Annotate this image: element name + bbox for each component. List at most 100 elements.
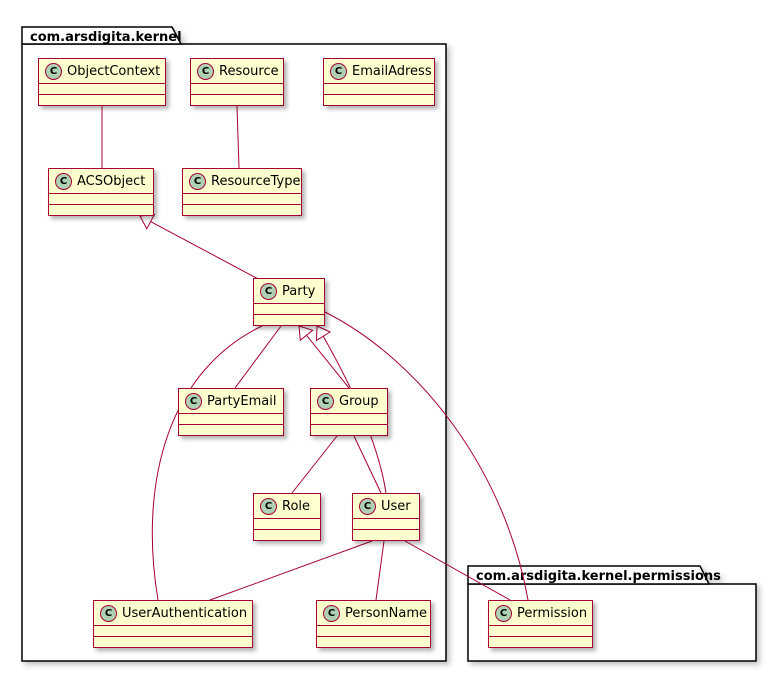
class-name: Permission: [517, 605, 588, 621]
fields-compartment: [324, 83, 434, 94]
class-name: UserAuthentication: [122, 605, 248, 621]
class-icon: C: [495, 604, 512, 622]
class-objectcontext: C ObjectContext: [38, 58, 166, 106]
class-name: EmailAdress: [352, 63, 432, 79]
class-icon: C: [185, 392, 202, 410]
class-name: User: [381, 498, 411, 514]
package-kernel-title: com.arsdigita.kernel: [30, 30, 182, 45]
class-name: PersonName: [345, 605, 428, 621]
fields-compartment: [49, 193, 153, 204]
class-title: C Party: [254, 279, 324, 303]
class-resource: C Resource: [190, 58, 284, 106]
class-emailadress: C EmailAdress: [323, 58, 435, 106]
fields-compartment: [311, 413, 387, 424]
arrowhead-generalization-party-group: [298, 325, 314, 342]
edges-group: [101, 105, 529, 601]
class-icon: C: [330, 62, 347, 80]
class-personname: C PersonName: [316, 600, 431, 648]
class-userauthentication: C UserAuthentication: [93, 600, 253, 648]
methods-compartment: [353, 529, 419, 540]
edge-party-acsobject: [150, 221, 263, 282]
methods-compartment: [39, 94, 165, 105]
edge-group-party: [306, 334, 350, 389]
fields-compartment: [39, 83, 165, 94]
methods-compartment: [311, 424, 387, 435]
class-resourcetype: C ResourceType: [182, 168, 302, 216]
fields-compartment: [254, 303, 324, 314]
methods-compartment: [489, 636, 592, 647]
methods-compartment: [183, 204, 301, 215]
class-icon: C: [197, 62, 214, 80]
class-acsobject: C ACSObject: [48, 168, 154, 216]
class-title: C UserAuthentication: [94, 601, 252, 625]
class-icon: C: [260, 282, 277, 300]
edge-resource-resourcetype: [236, 105, 240, 169]
class-icon: C: [359, 497, 376, 515]
fields-compartment: [317, 625, 430, 636]
methods-compartment: [254, 314, 324, 325]
methods-compartment: [94, 636, 252, 647]
edge-user-personname: [375, 540, 385, 601]
package-kernel: com.arsdigita.kernel: [21, 26, 447, 662]
fields-compartment: [353, 518, 419, 529]
class-title: C PersonName: [317, 601, 430, 625]
edge-party-userauthentication: [151, 325, 263, 601]
edge-group-role: [291, 435, 338, 494]
class-title: C ResourceType: [183, 169, 301, 193]
package-permissions-title: com.arsdigita.kernel.permissions: [476, 569, 721, 584]
class-title: C Resource: [191, 59, 283, 83]
class-icon: C: [55, 172, 72, 190]
fields-compartment: [254, 518, 320, 529]
class-title: C PartyEmail: [179, 389, 283, 413]
class-title: C ObjectContext: [39, 59, 165, 83]
edge-user-userauthentication: [209, 540, 373, 601]
class-role: C Role: [253, 493, 321, 541]
package-permissions: com.arsdigita.kernel.permissions: [467, 565, 757, 662]
fields-compartment: [179, 413, 283, 424]
class-title: C EmailAdress: [324, 59, 434, 83]
class-name: PartyEmail: [207, 393, 277, 409]
package-kernel-tab: [21, 26, 183, 45]
class-name: Resource: [219, 63, 279, 79]
fields-compartment: [94, 625, 252, 636]
class-name: ResourceType: [211, 173, 301, 189]
class-icon: C: [189, 172, 206, 190]
class-name: Party: [282, 283, 316, 299]
class-name: ObjectContext: [67, 63, 161, 79]
class-title: C Role: [254, 494, 320, 518]
class-icon: C: [100, 604, 117, 622]
class-title: C ACSObject: [49, 169, 153, 193]
class-title: C Group: [311, 389, 387, 413]
class-name: Group: [339, 393, 379, 409]
class-title: C User: [353, 494, 419, 518]
class-icon: C: [45, 62, 62, 80]
package-kernel-body: [21, 43, 447, 662]
edge-group-user: [353, 435, 382, 494]
class-name: Role: [282, 498, 311, 514]
class-title: C Permission: [489, 601, 592, 625]
edge-party-permission: [324, 311, 529, 601]
class-icon: C: [323, 604, 340, 622]
class-icon: C: [260, 497, 277, 515]
class-name: ACSObject: [77, 173, 146, 189]
methods-compartment: [49, 204, 153, 215]
arrowhead-generalization-party-user: [315, 325, 332, 342]
fields-compartment: [183, 193, 301, 204]
methods-compartment: [317, 636, 430, 647]
class-party: C Party: [253, 278, 325, 326]
fields-compartment: [489, 625, 592, 636]
class-permission: C Permission: [488, 600, 593, 648]
class-group: C Group: [310, 388, 388, 436]
methods-compartment: [324, 94, 434, 105]
fields-compartment: [191, 83, 283, 94]
methods-compartment: [191, 94, 283, 105]
class-user: C User: [352, 493, 420, 541]
methods-compartment: [254, 529, 320, 540]
methods-compartment: [179, 424, 283, 435]
edge-party-partyemail: [234, 325, 282, 389]
package-permissions-tab: [467, 565, 711, 585]
class-partyemail: C PartyEmail: [178, 388, 284, 436]
edge-user-permission: [404, 540, 511, 601]
